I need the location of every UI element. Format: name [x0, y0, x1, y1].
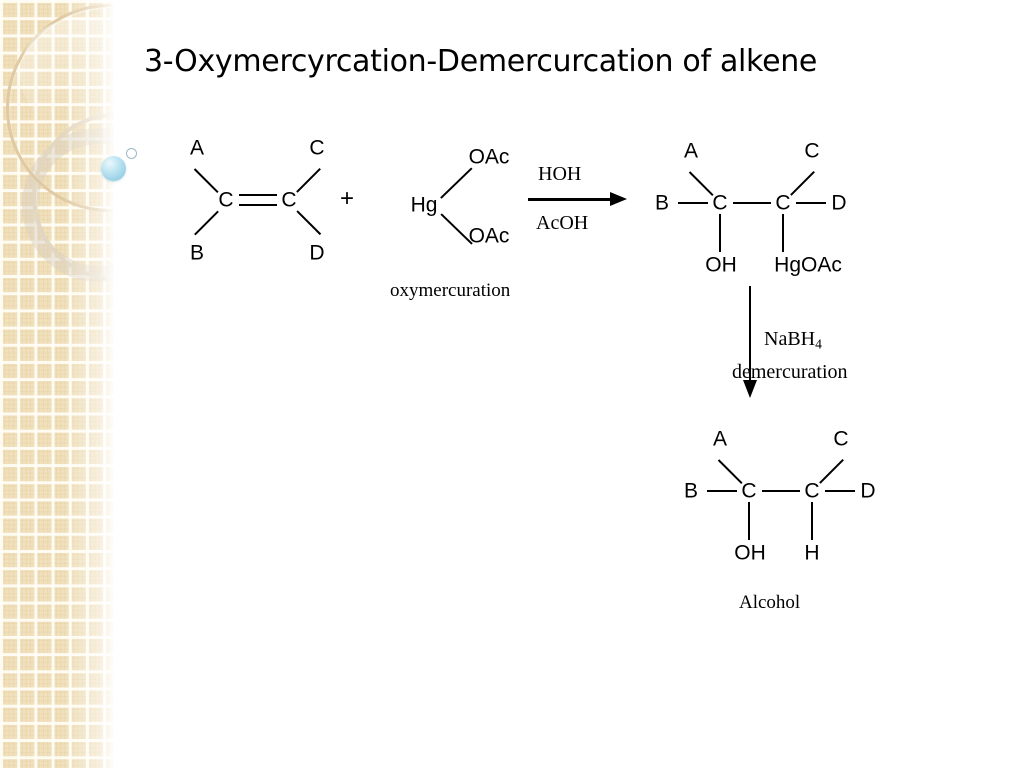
product-label-a: A — [712, 427, 728, 451]
arrow2-reagent-text: NaBH — [764, 328, 816, 350]
intermediate-label-a: A — [683, 139, 699, 163]
product-cc-bond — [762, 490, 800, 493]
intermediate-bond-to-oh — [719, 214, 722, 252]
plus-sign: + — [339, 185, 355, 212]
intermediate-label-c: C — [804, 139, 820, 163]
alkene-carbon-right: C — [281, 188, 297, 212]
arrow2-shaft — [749, 286, 752, 382]
alkene-double-bond-lower — [239, 204, 277, 207]
intermediate-bond-to-b — [678, 202, 708, 205]
intermediate-bond-to-a — [688, 171, 714, 197]
product-carbon-right: C — [804, 479, 820, 503]
arrow1-condition-above: HOH — [538, 163, 582, 185]
step1-caption: oxymercuration — [390, 280, 511, 301]
product-bond-to-oh — [748, 502, 751, 540]
bond-to-label-b — [193, 210, 219, 236]
arrow1-head-icon — [610, 192, 627, 206]
intermediate-label-b: B — [654, 191, 670, 215]
product-bond-to-b — [707, 490, 737, 493]
alkene-label-a: A — [189, 136, 205, 160]
intermediate-carbon-left: C — [712, 191, 728, 215]
product-label-h: H — [804, 541, 820, 565]
page-title: 3-Oxymercyrcation-Demercurcation of alke… — [144, 44, 818, 79]
decorative-left-border — [0, 0, 114, 768]
intermediate-label-hgoac: HgOAc — [774, 253, 842, 277]
intermediate-cc-bond — [733, 202, 771, 205]
product-bond-to-h — [811, 502, 814, 540]
arrow2-head-icon — [743, 380, 757, 398]
product-label-b: B — [683, 479, 699, 503]
alkene-label-b: B — [189, 241, 205, 265]
arrow1-condition-below: AcOH — [536, 212, 589, 234]
alkene-double-bond-upper — [239, 194, 277, 197]
reagent-oac-bottom-label: OAc — [468, 224, 510, 248]
intermediate-carbon-right: C — [775, 191, 791, 215]
intermediate-bond-to-hgoac — [782, 214, 785, 252]
bond-to-label-a — [193, 168, 219, 194]
bond-to-label-c — [296, 168, 322, 194]
alkene-label-d: D — [309, 241, 325, 265]
arrow2-process-label: demercuration — [732, 361, 848, 383]
small-outline-circle-icon — [126, 148, 137, 159]
reagent-oac-top-label: OAc — [468, 145, 510, 169]
bond-to-label-d — [296, 210, 322, 236]
reagent-hg-label: Hg — [410, 193, 438, 217]
arrow2-reagent-subscript: 4 — [815, 336, 822, 352]
intermediate-label-d: D — [831, 191, 847, 215]
product-bond-to-d — [825, 490, 855, 493]
product-label-d: D — [860, 479, 876, 503]
arrow1-shaft — [528, 198, 614, 201]
product-carbon-left: C — [741, 479, 757, 503]
intermediate-label-oh: OH — [705, 253, 737, 277]
bond-hg-to-oac-top — [440, 167, 473, 200]
product-label-c: C — [833, 427, 849, 451]
alkene-label-c: C — [309, 136, 325, 160]
product-bond-to-c — [819, 459, 845, 485]
arrow2-reagent-label: NaBH4 — [764, 328, 822, 352]
alkene-carbon-left: C — [218, 188, 234, 212]
intermediate-bond-to-c — [790, 171, 816, 197]
product-label-oh: OH — [734, 541, 766, 565]
product-bond-to-a — [717, 459, 743, 485]
intermediate-bond-to-d — [796, 202, 826, 205]
blue-sphere-icon — [101, 156, 126, 181]
product-caption: Alcohol — [739, 592, 801, 613]
